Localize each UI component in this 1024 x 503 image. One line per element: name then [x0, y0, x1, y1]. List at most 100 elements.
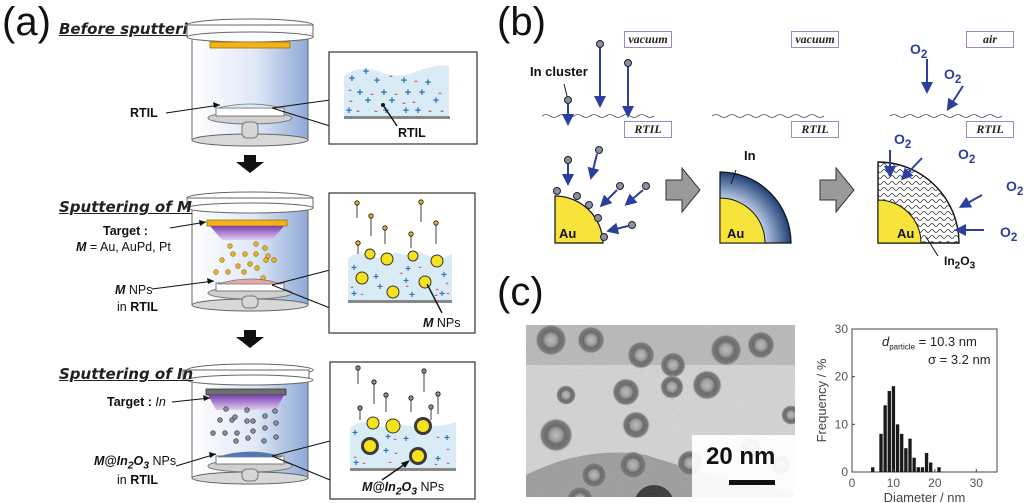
svg-text:+: +: [346, 105, 352, 117]
inset-2-m-symbol: M: [423, 316, 434, 330]
step-arrow-2: [819, 166, 855, 214]
stage-3-rtil-tag: RTIL: [966, 121, 1014, 138]
au-core-2: [719, 197, 766, 244]
histogram-bar: [937, 467, 941, 472]
o2-o: O: [1000, 224, 1011, 240]
x-tick-label: 0: [849, 476, 856, 490]
histogram-bar: [871, 467, 875, 472]
svg-text:-: -: [394, 88, 398, 100]
scale-bar-background: [692, 435, 795, 497]
d-symbol: d: [882, 334, 890, 349]
svg-text:-: -: [393, 434, 396, 445]
histogram-bar: [904, 448, 908, 472]
svg-text:+: +: [351, 289, 357, 300]
core-shell-rtil-text: RTIL: [130, 473, 158, 487]
svg-text:+: +: [444, 433, 450, 444]
svg-text:+: +: [353, 458, 359, 469]
panel-b-graphics: [541, 40, 1003, 257]
o2-label-5: O2: [1006, 178, 1023, 198]
svg-text:-: -: [445, 278, 448, 289]
scale-bar: [729, 480, 775, 485]
au-core-3: [877, 199, 922, 244]
svg-text:+: +: [415, 105, 421, 117]
m-nps-label-line2: in RTIL: [117, 300, 158, 314]
stage-1: [541, 40, 701, 244]
o2-o: O: [1006, 178, 1017, 194]
svg-text:-: -: [428, 105, 432, 117]
core-shell-sub3: 3: [143, 460, 150, 472]
svg-text:+: +: [373, 272, 379, 283]
inset-3-o: O: [401, 480, 412, 494]
panel-a-label: (a): [2, 0, 51, 44]
inset-1: ++ -+ -+ -+ +- +- ++ -- ++ -- ++ -- ++ +…: [328, 51, 478, 145]
y-tick-label: 10: [835, 417, 849, 431]
x-axis-label: Diameter / nm: [884, 490, 966, 503]
o2-label-3: O2: [894, 131, 911, 151]
histogram-bar: [912, 457, 916, 472]
m-particles: [213, 241, 277, 281]
inset-3-nps: NPs: [417, 480, 445, 494]
histogram-bar: [891, 386, 896, 472]
panel-b-label: (b): [497, 0, 546, 44]
core-shell-m-in: M@In: [94, 454, 128, 468]
svg-text:+: +: [435, 454, 441, 465]
inset-2-nps-text: NPs: [433, 316, 461, 330]
histogram-bar: [879, 433, 883, 472]
m-nanoparticles: [355, 248, 444, 299]
target-m-label-line2: M = Au, AuPd, Pt: [76, 240, 171, 254]
inset-1-rtil-label: RTIL: [398, 126, 426, 140]
svg-text:-: -: [446, 458, 449, 469]
svg-text:+: +: [419, 87, 425, 99]
in-shell-label: In: [744, 148, 756, 163]
stage-2-vacuum-tag: vacuum: [791, 31, 839, 48]
inset-3-core-shell-label: M@In2O3 NPs: [362, 480, 444, 498]
histogram-bar: [908, 438, 912, 472]
svg-text:+: +: [405, 264, 411, 275]
svg-text:+: +: [389, 95, 395, 107]
stage-3-air-tag: air: [966, 31, 1014, 48]
ion-pattern-1: ++ -+ -+ -+ +- +- ++ -- ++ -- ++ -- ++ +…: [346, 66, 444, 117]
down-arrow-1: [236, 155, 264, 173]
o2-sub: 2: [968, 152, 976, 166]
target-m-symbol: M: [76, 240, 87, 254]
svg-text:-: -: [414, 75, 418, 87]
svg-text:+: +: [403, 276, 409, 287]
d-sub: particle: [889, 342, 916, 352]
histogram-bar: [924, 452, 929, 472]
inset-3-sub2: 2: [395, 486, 402, 498]
y-tick-label: 20: [835, 370, 849, 384]
svg-text:+: +: [352, 428, 358, 439]
svg-text:-: -: [388, 457, 391, 468]
inset-3-sub3: 3: [411, 486, 418, 498]
step-before-sputtering-title: Before sputtering: [59, 20, 210, 38]
svg-text:+: +: [363, 66, 369, 78]
target-gold: [209, 41, 291, 49]
svg-text:-: -: [435, 284, 438, 295]
m-nps-label-line1: M NPs: [115, 283, 153, 297]
in2o3-sub3: 3: [969, 260, 976, 272]
m-nps-text: NPs: [125, 283, 153, 297]
svg-text:+: +: [385, 432, 391, 443]
inset-3: +- +- +- ++ -- +- -+ --: [329, 361, 476, 500]
svg-text:-: -: [350, 282, 353, 293]
step-sputtering-m-title: Sputtering of M: [59, 198, 192, 216]
o2-sub: 2: [904, 137, 912, 151]
in2o3-in: In: [944, 254, 955, 268]
svg-text:+: +: [403, 105, 409, 117]
svg-text:-: -: [434, 290, 437, 301]
o2-sub: 2: [954, 72, 962, 86]
svg-text:+: +: [357, 87, 363, 99]
svg-text:-: -: [405, 281, 408, 292]
svg-text:-: -: [399, 268, 402, 279]
svg-text:+: +: [383, 105, 389, 117]
svg-text:-: -: [360, 289, 363, 300]
inset-2-m-nps-label: M NPs: [423, 316, 461, 330]
panel-a-graphics: ++ -+ -+ -+ +- +- ++ -- ++ -- ++ -- ++ +…: [151, 18, 478, 500]
m-nps-symbol: M: [115, 283, 126, 297]
y-tick-label: 0: [841, 465, 848, 479]
stage-1-rtil-tag: RTIL: [624, 121, 672, 138]
svg-text:+: +: [403, 434, 409, 445]
stage-1-au-label: Au: [559, 226, 577, 241]
tem-image: [526, 325, 795, 497]
chamber-1: [165, 18, 331, 147]
